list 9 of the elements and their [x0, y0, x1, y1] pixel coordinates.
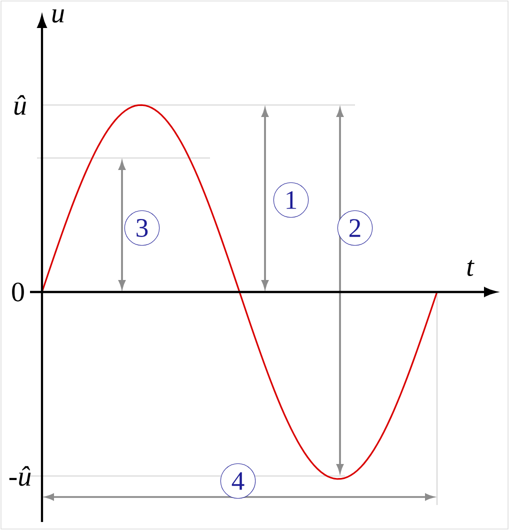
callout-number: 4: [220, 463, 256, 499]
axis-label: -û: [9, 466, 31, 486]
axis-label: u: [52, 9, 64, 23]
callout-number: 3: [124, 210, 160, 246]
axis-label: t: [467, 260, 474, 276]
axis-label: 0: [12, 282, 24, 302]
callout-number: 2: [337, 210, 373, 246]
axis-label: û: [14, 95, 26, 115]
callout-number: 1: [273, 182, 309, 218]
